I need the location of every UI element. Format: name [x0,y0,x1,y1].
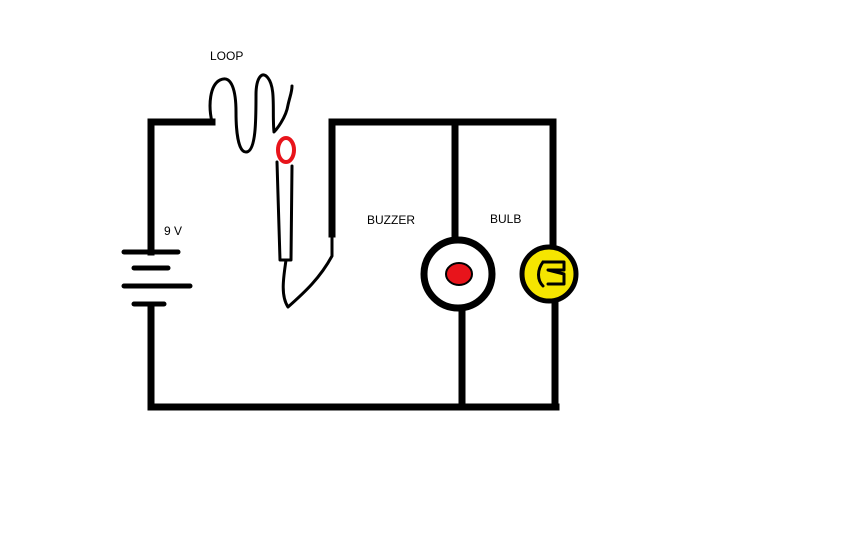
buzzer-label: BUZZER [367,213,415,227]
bulb-filament [537,260,566,288]
battery-label: 9 V [164,224,183,238]
loop-label: LOOP [210,49,244,63]
battery-symbol [121,249,193,307]
loop-wire [208,73,294,154]
buzzer-button [445,262,473,286]
bottom-wire [147,301,560,411]
wand-lead [281,230,334,309]
top-right-wire [328,118,557,238]
left-top-wire [147,118,216,256]
loop-ring [276,136,296,164]
wand-body [275,160,294,262]
bulb-label: BULB [490,212,522,226]
bulb-outline [519,244,579,304]
wand-handle [275,160,334,309]
bulb-symbol [519,244,579,304]
circuit-wires [147,118,560,411]
buzzer-symbol [420,236,496,312]
